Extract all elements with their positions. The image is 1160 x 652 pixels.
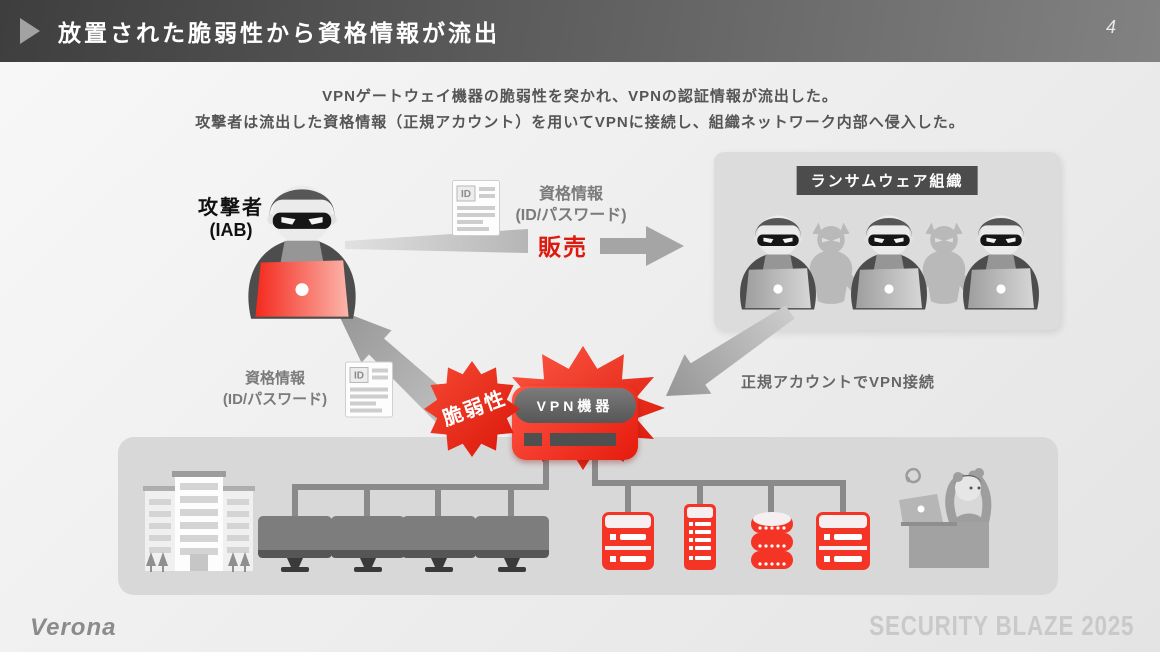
vpn-device: VPN機器: [512, 386, 638, 460]
credential-label: 資格情報 (ID/パスワード): [505, 184, 637, 226]
header-bar: 放置された脆弱性から資格情報が流出 4: [0, 0, 1160, 62]
sale-label: 販売: [538, 234, 588, 260]
ransomware-hacker-icon: [732, 200, 824, 312]
brand-logo: Verona: [30, 614, 117, 641]
office-building-icon: [143, 471, 255, 572]
sale-arrow-right: [600, 226, 684, 266]
play-triangle-icon: [20, 18, 40, 44]
credential-document-icon: ID: [345, 361, 393, 418]
workstation-monitor-icon: [258, 516, 332, 574]
vpn-vent-bar: [550, 433, 616, 446]
vpn-access-arrow: [666, 305, 795, 396]
workstation-monitor-icon: [475, 516, 549, 574]
workstation-monitor-icon: [331, 516, 405, 574]
attacker-alias: (IAB): [209, 220, 253, 240]
intro-text: VPNゲートウェイ機器の脆弱性を突かれ、VPNの認証情報が流出した。 攻撃者は流…: [0, 84, 1160, 136]
id-doc-text: ID: [354, 371, 364, 382]
vpn-device-label: VPN機器: [514, 388, 636, 423]
attacker-name: 攻撃者: [198, 197, 264, 219]
ransomware-hacker-icon: [843, 200, 935, 312]
intro-line-1: VPNゲートウェイ機器の脆弱性を突かれ、VPNの認証情報が流出した。: [322, 88, 838, 105]
ransomware-org-box: ランサムウェア組織: [714, 152, 1060, 330]
server-rack-icon: [602, 512, 654, 570]
vpn-access-label: 正規アカウントでVPN接続: [741, 374, 935, 391]
sale-beam-arrow: [345, 229, 528, 253]
credential-document-icon: ID: [452, 180, 500, 236]
id-doc-text: ID: [461, 189, 471, 200]
intro-line-2: 攻撃者は流出した資格情報（正規アカウント）を用いてVPNに接続し、組織ネットワー…: [195, 114, 965, 131]
credential-title: 資格情報: [538, 186, 603, 203]
page-title: 放置された脆弱性から資格情報が流出: [58, 20, 500, 46]
distressed-admin-icon: [899, 467, 992, 568]
ransomware-org-label: ランサムウェア組織: [796, 166, 978, 195]
database-stack-icon: [751, 512, 793, 569]
credential-detail: (ID/パスワード): [222, 391, 328, 408]
server-rack-icon: [816, 512, 870, 570]
attacker-hacker-icon: [237, 167, 367, 319]
ransomware-hacker-icon: [955, 200, 1047, 312]
server-tower-icon: [684, 504, 716, 570]
credential-detail: (ID/パスワード): [515, 207, 627, 224]
vpn-vent-square: [524, 433, 542, 446]
credential-title: 資格情報: [244, 370, 305, 387]
attacker-label: 攻撃者 (IAB): [183, 191, 279, 241]
vulnerability-star-icon: [424, 361, 520, 457]
returned-credential-label: 資格情報 (ID/パスワード): [213, 368, 337, 410]
page-number: 4: [1105, 17, 1116, 37]
workstation-monitor-icon: [402, 516, 476, 574]
event-name: SECURITY BLAZE 2025: [869, 610, 1134, 641]
